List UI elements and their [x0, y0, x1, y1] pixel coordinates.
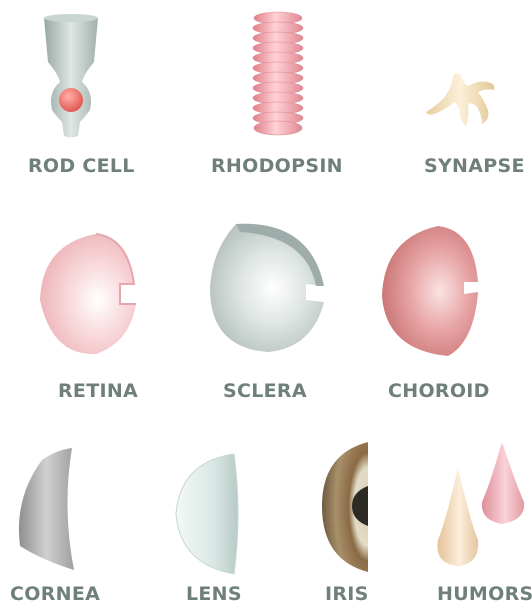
label-choroid: CHOROID: [388, 382, 490, 401]
label-iris: IRIS: [325, 585, 369, 604]
choroid-icon: [378, 222, 484, 358]
iris-icon: [318, 440, 372, 574]
label-cornea: CORNEA: [10, 585, 100, 604]
label-lens: LENS: [186, 585, 242, 604]
label-rhodopsin: RHODOPSIN: [211, 157, 343, 176]
lens-icon: [172, 452, 244, 576]
sclera-icon: [206, 220, 330, 354]
retina-icon: [36, 230, 142, 358]
label-sclera: SCLERA: [223, 382, 307, 401]
rhodopsin-icon: [250, 10, 306, 138]
label-humors: HUMORS: [437, 585, 532, 604]
label-synapse: SYNAPSE: [424, 157, 525, 176]
label-retina: RETINA: [58, 382, 138, 401]
label-rod-cell: ROD CELL: [28, 157, 135, 176]
humors-icon: [430, 440, 526, 568]
rod-cell-icon: [38, 12, 104, 140]
synapse-icon: [424, 70, 500, 132]
cornea-icon: [12, 448, 76, 574]
